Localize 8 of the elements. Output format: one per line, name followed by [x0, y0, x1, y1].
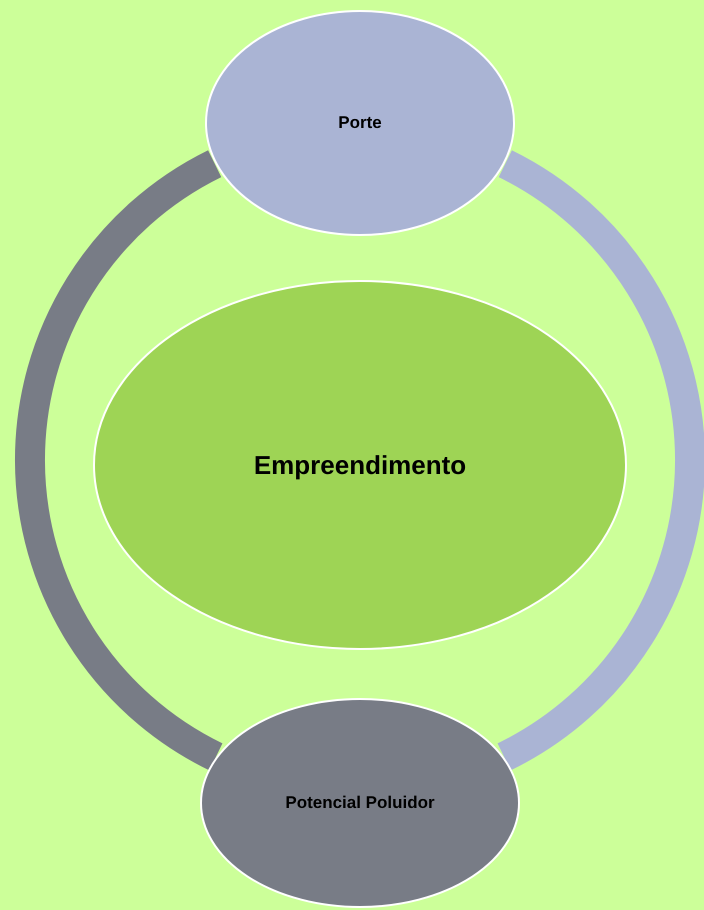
node-label: Porte — [338, 113, 382, 133]
connector-arc — [496, 150, 704, 770]
node-label: Potencial Poluidor — [285, 793, 435, 813]
ellipse-node — [205, 10, 515, 236]
ellipse-node — [93, 280, 627, 650]
connector-arc — [15, 150, 224, 770]
ellipse-node — [200, 698, 520, 908]
node-label: Empreendimento — [254, 450, 466, 480]
